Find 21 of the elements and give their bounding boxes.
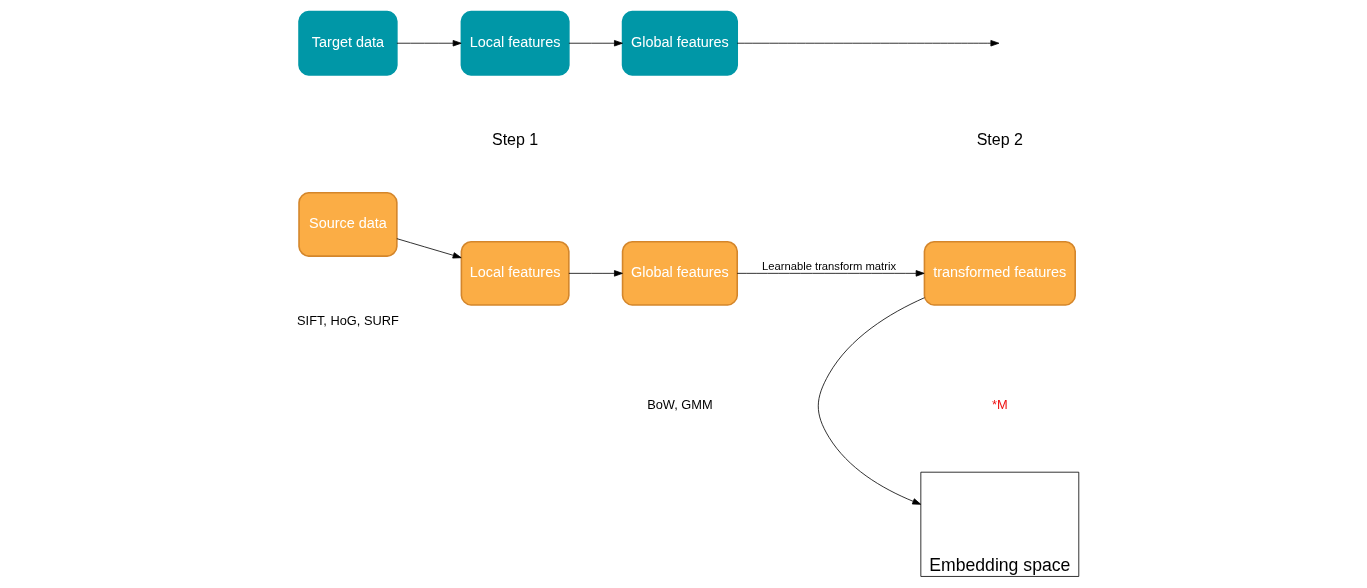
edge-label: Learnable transform matrix xyxy=(762,260,897,273)
node-box: Local features xyxy=(460,10,570,76)
node-box: transformed features xyxy=(923,240,1076,306)
arrow xyxy=(736,270,925,277)
node-box: Source data xyxy=(298,191,398,257)
label: Step 2 xyxy=(976,130,1023,149)
label: SIFT, HoG, SURF xyxy=(297,313,399,329)
node-box: Global features xyxy=(621,240,738,306)
arrow xyxy=(736,40,1000,47)
label: BoW, GMM xyxy=(647,396,713,412)
node-box: Global features xyxy=(621,10,738,76)
arrow xyxy=(568,40,623,47)
node-box: Local features xyxy=(460,240,570,306)
node-box: Embedding space xyxy=(920,471,1080,577)
arrow xyxy=(396,238,462,259)
arrow xyxy=(817,297,925,505)
label: *M xyxy=(991,396,1008,412)
arrow xyxy=(568,270,623,277)
arrow xyxy=(396,40,462,47)
node-box: Target data xyxy=(298,10,398,76)
label: Step 1 xyxy=(491,130,539,149)
